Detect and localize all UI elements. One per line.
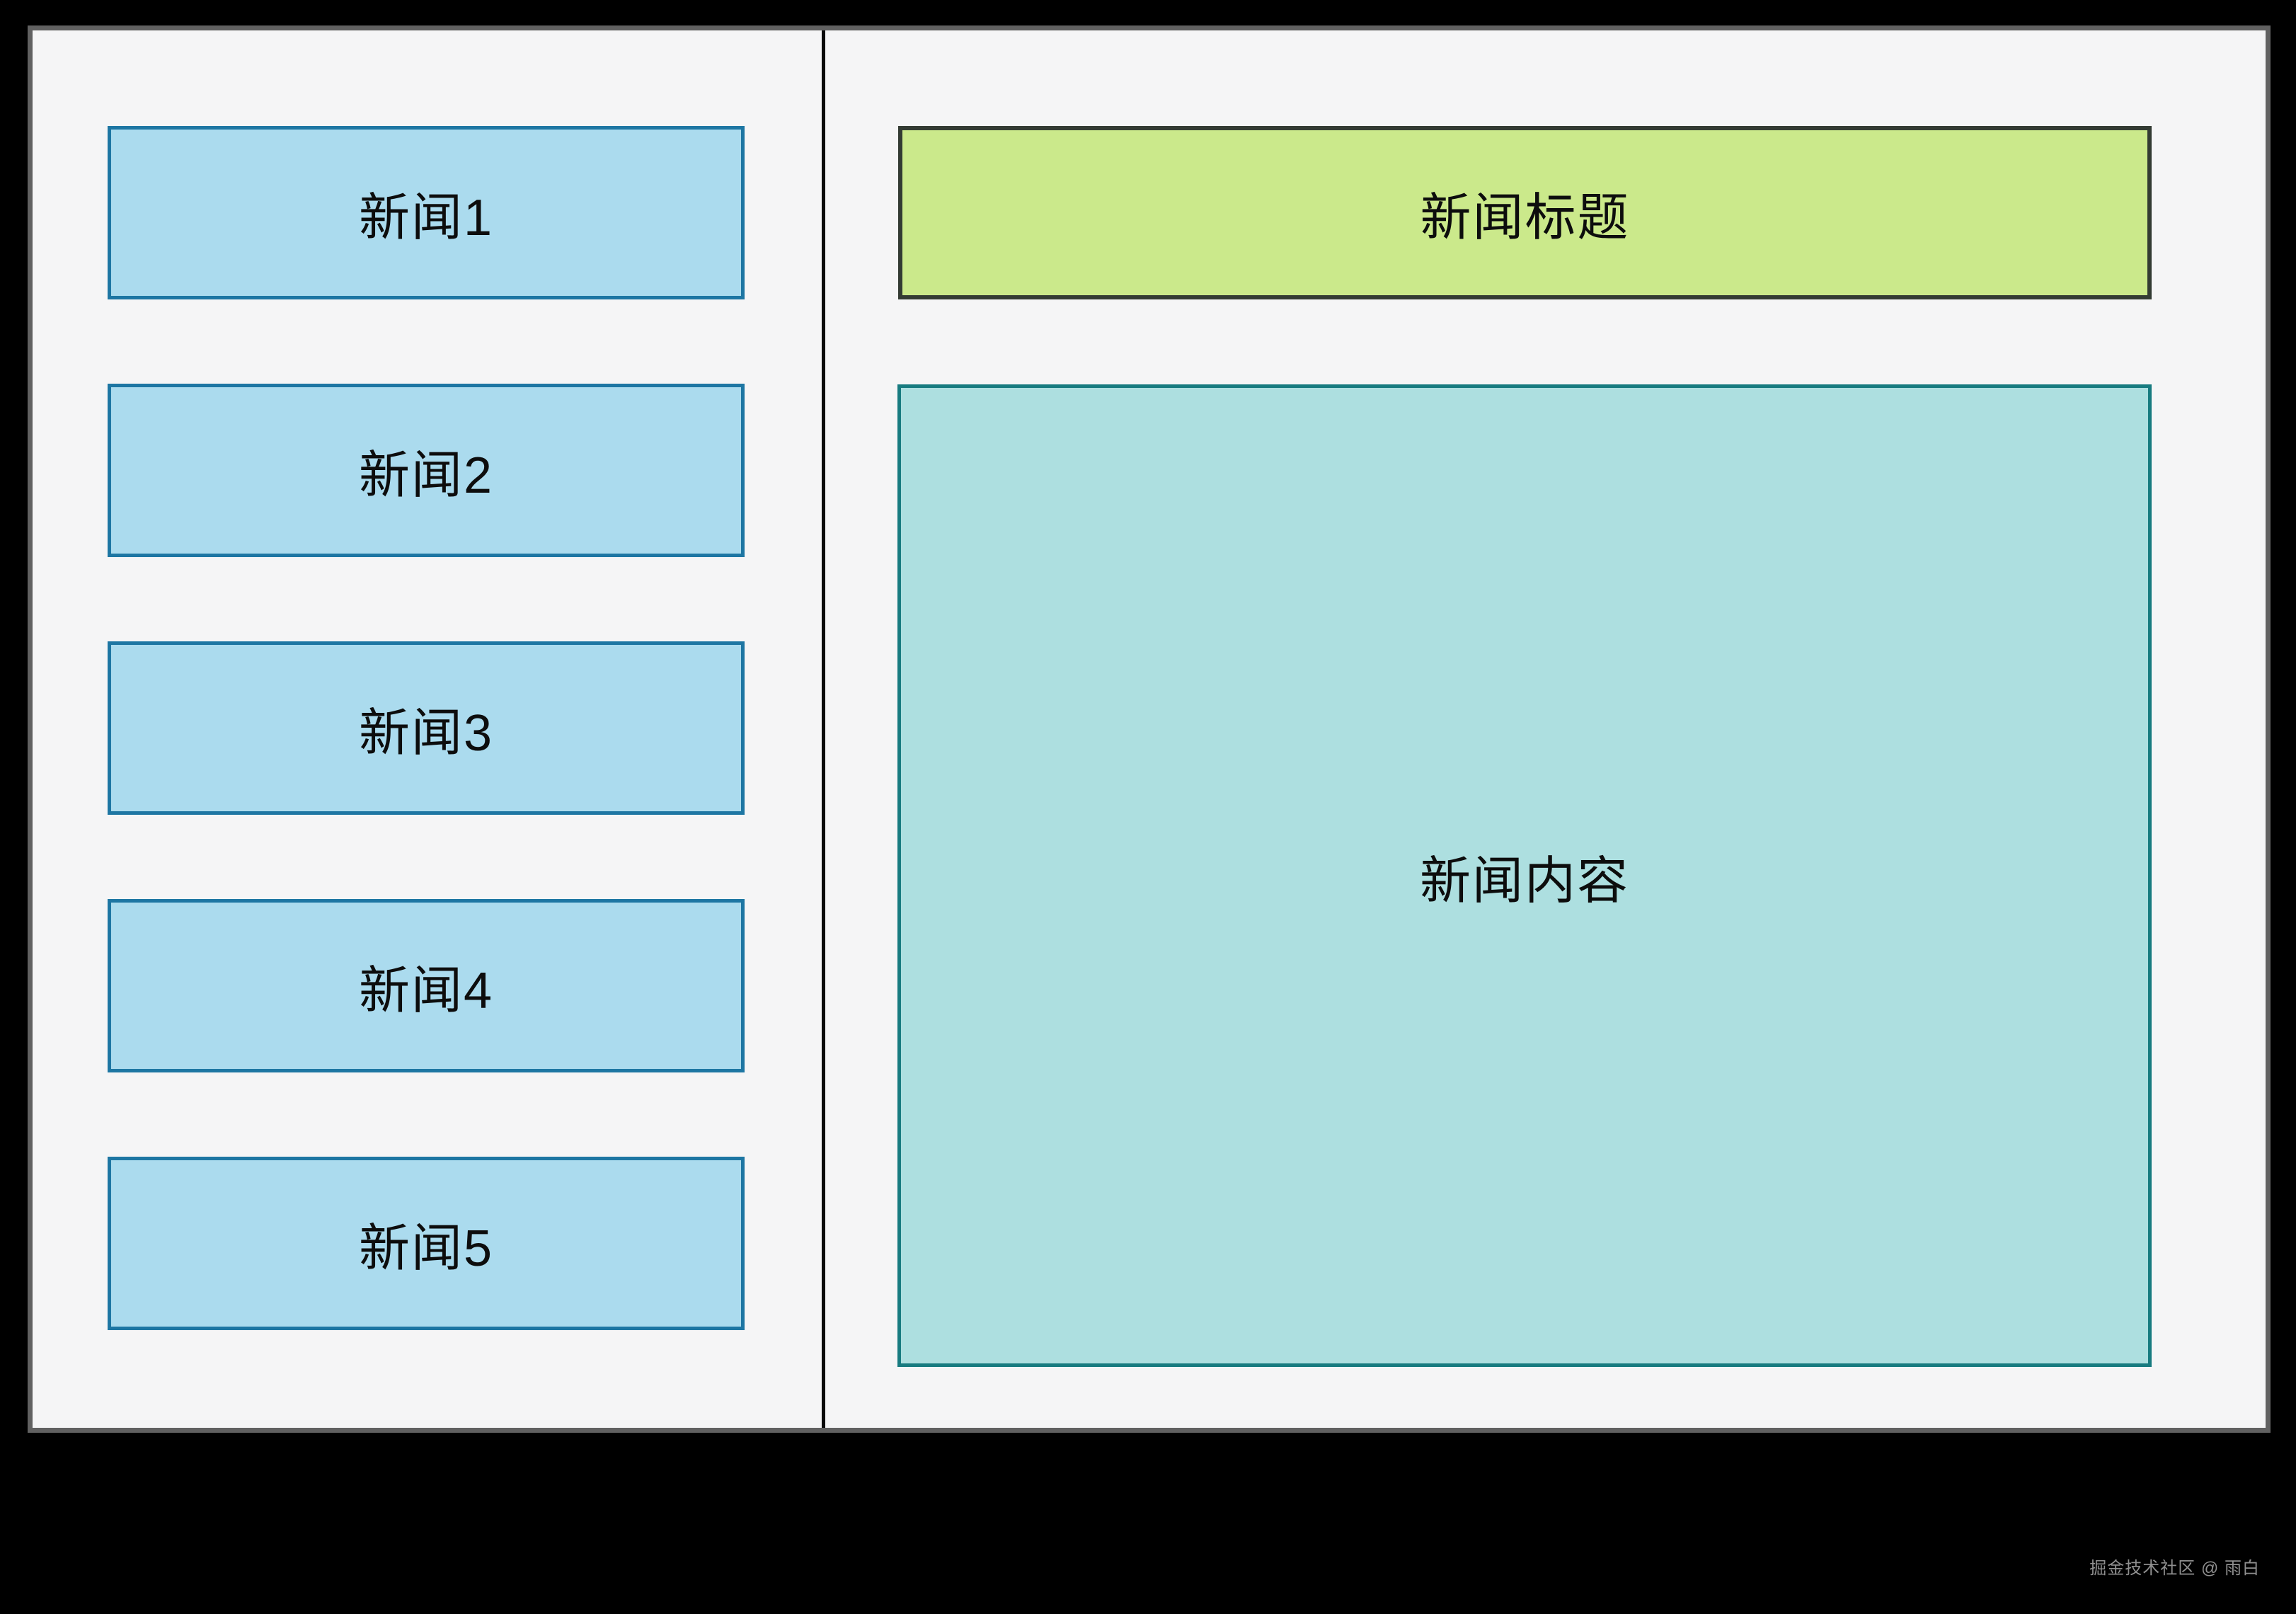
news-title-box: 新闻标题 [898,126,2152,299]
news-list-item[interactable]: 新闻4 [108,899,745,1072]
news-list-item[interactable]: 新闻3 [108,641,745,815]
news-item-label: 新闻5 [358,1220,494,1277]
news-list-item[interactable]: 新闻1 [108,126,745,299]
news-item-label: 新闻1 [358,190,494,246]
news-item-label: 新闻4 [358,963,494,1019]
news-item-label: 新闻3 [358,705,494,762]
vertical-divider [822,30,825,1428]
news-list-item[interactable]: 新闻5 [108,1157,745,1330]
news-content-label: 新闻内容 [1419,852,1629,910]
news-list-item[interactable]: 新闻2 [108,384,745,557]
news-page-panel: 新闻1 新闻2 新闻3 新闻4 新闻5 新闻标题 新闻内容 [28,25,2271,1433]
news-item-label: 新闻2 [358,447,494,504]
watermark: 掘金技术社区 @ 雨白 [2089,1559,2260,1578]
news-content-box: 新闻内容 [897,384,2152,1367]
news-title-label: 新闻标题 [1420,190,1630,246]
